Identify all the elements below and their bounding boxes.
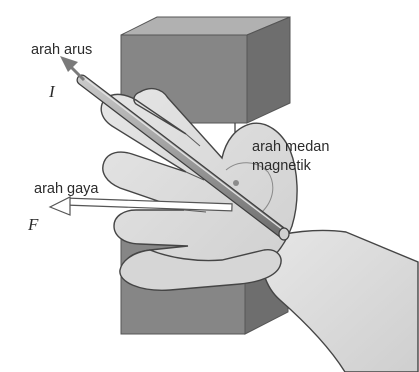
label-field-direction-line2: magnetik: [252, 158, 312, 174]
rod-end: [279, 228, 289, 240]
label-current-direction: arah arus: [31, 42, 92, 58]
forearm: [261, 230, 418, 372]
upper-magnet-side-face: [247, 17, 290, 123]
label-field-direction-line1: arah medan: [252, 139, 329, 155]
label-force-symbol: F: [27, 215, 39, 234]
label-current-symbol: I: [48, 82, 56, 101]
force-arrow-head: [50, 197, 70, 215]
label-force-direction: arah gaya: [34, 181, 99, 197]
current-arrow: [60, 56, 84, 80]
field-marker: [233, 180, 239, 186]
